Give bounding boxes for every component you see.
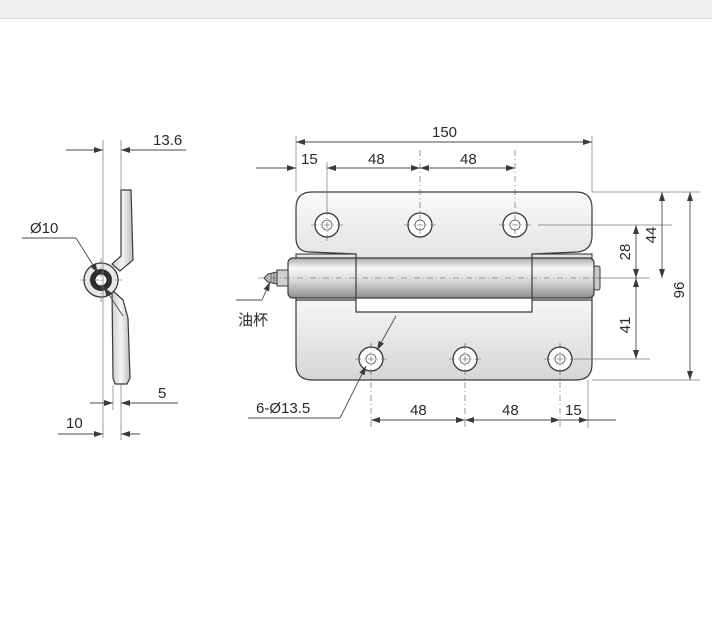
top-leaf	[295, 191, 593, 261]
front-view: 150 15 48 48 48 48 15 28 44 41 96 油杯	[236, 124, 700, 428]
dim-top-48b-label: 48	[460, 151, 477, 168]
dim-top-48a-label: 48	[368, 151, 385, 168]
dim-96-label: 96	[671, 282, 688, 299]
side-upper-plate	[111, 189, 134, 272]
dim-bottom-48a-label: 48	[410, 402, 427, 419]
dim-41-label: 41	[617, 317, 634, 334]
dim-28-label: 28	[617, 244, 634, 261]
bottom-holes	[355, 343, 576, 428]
dim-44-label: 44	[643, 227, 660, 244]
top-bar	[0, 0, 712, 19]
dim-10-label: 10	[66, 415, 83, 432]
side-view: 13.6 Ø10 5 10	[22, 132, 186, 440]
dim-150-label: 150	[432, 124, 457, 141]
dim-5-label: 5	[158, 385, 166, 402]
hole-spec-label: 6-Ø13.5	[256, 400, 310, 417]
dim-diameter-10-label: Ø10	[30, 220, 58, 237]
dim-bottom-15-label: 15	[565, 402, 582, 419]
side-lower-plate	[111, 288, 131, 385]
oil-cup-label: 油杯	[238, 312, 268, 329]
bottom-leaf	[295, 299, 593, 381]
dim-13-6-label: 13.6	[153, 132, 182, 149]
dim-bottom-48b-label: 48	[502, 402, 519, 419]
dim-top-15-label: 15	[301, 151, 318, 168]
